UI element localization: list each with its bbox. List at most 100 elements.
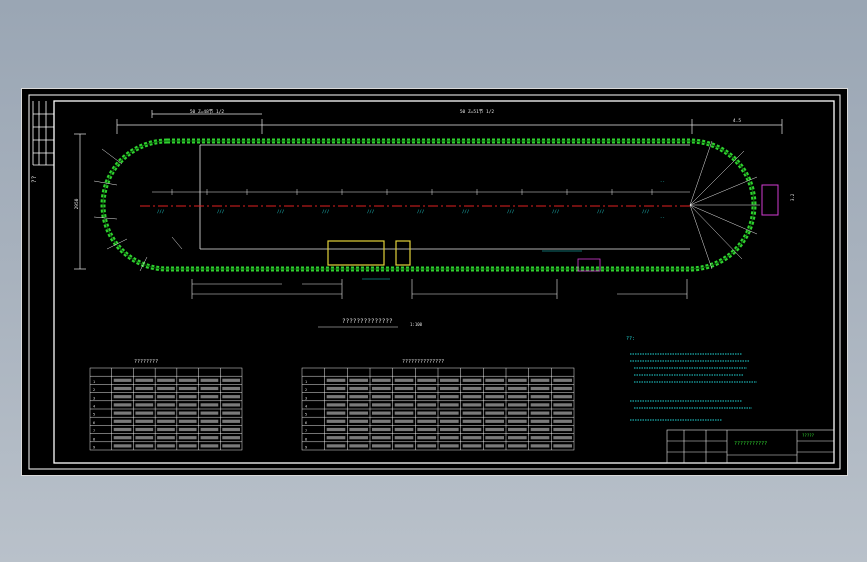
table-cell [372, 403, 391, 407]
table-cell [462, 411, 482, 415]
table-row-number: 8 [305, 437, 307, 441]
table-cell [178, 395, 197, 399]
table-cell [530, 403, 550, 407]
table-cell [135, 427, 154, 432]
table-cell [200, 395, 219, 399]
table-cell [462, 427, 482, 432]
table-cell [157, 419, 175, 423]
table-cell [417, 395, 436, 399]
drive-unit-box [761, 184, 779, 216]
table-cell [222, 419, 240, 423]
right-parts-table [301, 367, 575, 451]
table-cell [113, 378, 132, 382]
binding-strip [32, 101, 54, 166]
table-cell [485, 419, 504, 423]
right-sprocket-radials [689, 140, 760, 270]
table-cell [485, 403, 504, 407]
table-cell [530, 411, 550, 415]
table-row-number: 4 [305, 405, 307, 409]
svg-text:///: /// [462, 209, 470, 214]
centerline-tags: ////// ////// ////// ////// ////// /// [157, 209, 650, 214]
table-cell [508, 419, 527, 423]
table-cell [530, 395, 550, 399]
table-cell [553, 444, 572, 448]
table-cell [462, 386, 482, 391]
table-cell [178, 427, 197, 432]
side-label: ?? [31, 175, 38, 183]
inner-rail [199, 144, 690, 250]
table-cell [200, 386, 219, 391]
drive-dimensions: 3.2 [790, 193, 795, 201]
table-cell [178, 403, 197, 407]
table-cell [417, 378, 436, 382]
table-row-number: 6 [305, 421, 307, 425]
table-cell [485, 427, 504, 432]
top-dimension [116, 110, 783, 134]
table-cell [440, 411, 459, 415]
table-cell [508, 411, 527, 415]
table-cell [135, 444, 154, 448]
top-dim-right: 50 Z=51节 1/2 [460, 109, 495, 115]
left-table-title: ???????? [134, 359, 158, 365]
table-cell [508, 444, 527, 448]
table-cell [440, 378, 459, 382]
table-cell [553, 403, 572, 407]
table-row-number: 2 [305, 388, 307, 392]
cad-drawing-viewport[interactable]: ?? 50 Z=48节 1/2 50 Z=51节 1/2 4.5 2950 [21, 88, 848, 476]
table-cell [417, 419, 436, 423]
table-cell [113, 444, 132, 448]
segment-dimensions [152, 189, 690, 195]
table-row-number: 1 [93, 380, 95, 384]
table-cell [349, 378, 368, 382]
table-cell [135, 436, 154, 440]
table-row-number: 4 [93, 405, 95, 409]
table-row-number: 5 [93, 413, 95, 417]
table-cell [326, 411, 346, 415]
table-row-number: 7 [305, 429, 307, 433]
table-cell [394, 427, 414, 432]
table-row-number: 1 [305, 380, 307, 384]
table-cell [200, 403, 219, 407]
table-cell [157, 386, 175, 391]
table-cell [417, 436, 436, 440]
svg-text:3.2: 3.2 [790, 193, 795, 201]
table-cell [200, 427, 219, 432]
svg-text:--: -- [660, 215, 665, 220]
table-cell [394, 436, 414, 440]
title-block-code: ????? [802, 433, 815, 438]
left-dim-label: 2950 [74, 198, 80, 209]
svg-text:///: /// [277, 209, 285, 214]
table-cell [178, 436, 197, 440]
table-cell [508, 378, 527, 382]
table-cell [394, 411, 414, 415]
table-cell [349, 444, 368, 448]
table-cell [222, 411, 240, 415]
table-cell [440, 419, 459, 423]
table-cell [222, 427, 240, 432]
table-row-number: 2 [93, 388, 95, 392]
table-cell [508, 427, 527, 432]
drawing-outer-frame [28, 94, 841, 470]
table-row-number: 3 [305, 396, 307, 400]
svg-text:///: /// [597, 209, 605, 214]
table-cell [157, 378, 175, 382]
table-cell [440, 444, 459, 448]
table-cell [349, 411, 368, 415]
table-cell [157, 395, 175, 399]
table-cell [178, 386, 197, 391]
svg-text:///: /// [367, 209, 375, 214]
table-cell [530, 386, 550, 391]
table-cell [372, 419, 391, 423]
table-cell [372, 395, 391, 399]
table-cell [349, 419, 368, 423]
drawing-inner-frame [53, 100, 835, 464]
table-cell [178, 378, 197, 382]
table-cell [508, 395, 527, 399]
table-cell [157, 444, 175, 448]
table-cell [326, 444, 346, 448]
table-cell [349, 395, 368, 399]
notes-lines [630, 353, 757, 421]
table-cell [372, 411, 391, 415]
table-cell [113, 386, 132, 391]
table-cell [440, 427, 459, 432]
